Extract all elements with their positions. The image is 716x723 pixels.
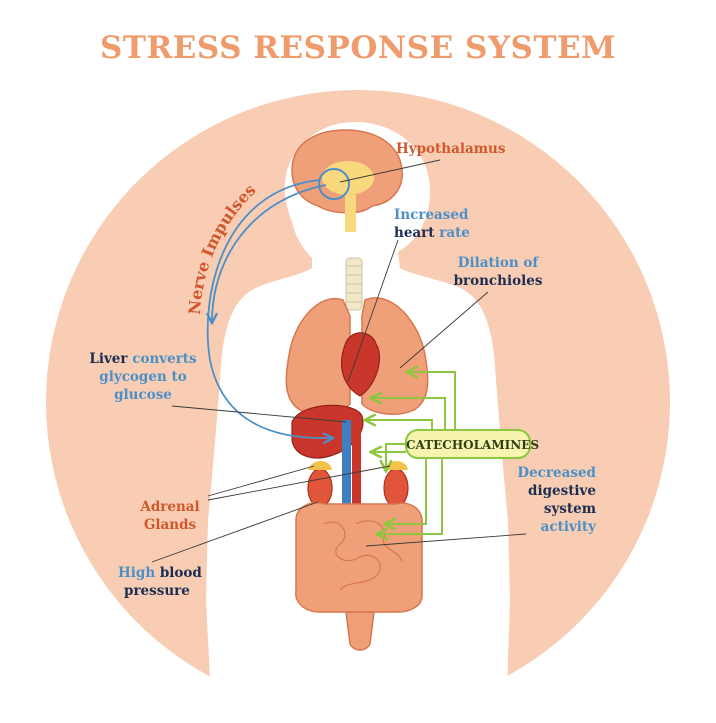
- page-title: STRESS RESPONSE SYSTEM: [100, 30, 616, 66]
- vena-cava: [342, 420, 351, 516]
- left-kidney: [307, 468, 333, 508]
- digestive-label: Decreased digestive system activity: [517, 465, 596, 535]
- bronchioles-label: Dilation of bronchioles: [453, 255, 543, 289]
- right-kidney: [383, 468, 409, 508]
- pointer-lines: [151, 159, 527, 563]
- right-lung: [361, 297, 429, 416]
- nerve-impulse-arrow-spine: [212, 184, 327, 322]
- heart: [340, 332, 381, 397]
- catecholamines-box: [405, 429, 531, 459]
- brain: [291, 129, 403, 232]
- hypothalamus-label: Hypothalamus: [396, 141, 506, 157]
- nerve-impulse-arrow-liver: [206, 179, 332, 438]
- catecholamines-label: CATECHOLAMINES: [406, 438, 540, 452]
- aorta: [352, 420, 361, 516]
- trachea: [345, 257, 363, 311]
- blood-pressure-label: High blood pressure: [118, 565, 202, 599]
- liver-label: Liver converts glycogen to glucose: [89, 351, 197, 403]
- heart-rate-label: Increased heart rate: [394, 207, 470, 241]
- left-adrenal-gland: [308, 461, 332, 470]
- adrenal-glands-label: Adrenal Glands: [140, 499, 200, 533]
- catecholamine-paths: [366, 372, 456, 534]
